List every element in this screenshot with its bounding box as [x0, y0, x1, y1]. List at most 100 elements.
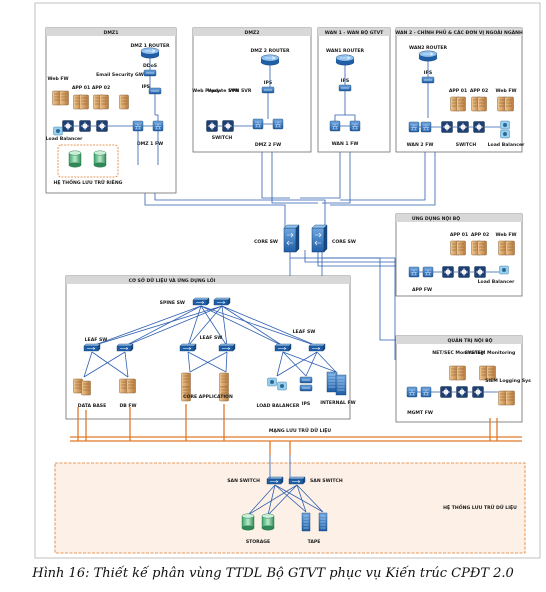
san-switch-label-2: SAN SWITCH — [310, 478, 343, 484]
zone-title-internal-mgmt: QUẢN TRỊ NỘI BỘ — [447, 336, 492, 344]
storage-cylinder-icon — [68, 150, 82, 168]
dmz2-router-label: DMZ 2 ROUTER — [250, 48, 290, 54]
app01-label: APP 01 — [450, 232, 468, 238]
db-fw-label: DB FW — [119, 403, 136, 409]
firewall-icon — [329, 120, 341, 132]
app01-label: APP 01 — [449, 88, 467, 94]
zone-core-db: CƠ SỞ DỮ LIỆU VÀ ỨNG DỤNG LÕI SPINE SW L… — [65, 275, 356, 420]
load-balancer-icon — [53, 126, 63, 136]
zone-internal-apps: ỨNG DỤNG NỘI BỘ APP 01 APP 02 Web FW APP… — [395, 213, 523, 297]
core-app-server-icon — [181, 372, 191, 388]
email-gw-server-icon — [119, 94, 129, 110]
storage-network: MẠNG LƯU TRỮ DỮ LIỆU — [70, 404, 522, 455]
router-icon — [335, 54, 355, 66]
netsec-monitoring-label: NET/SEC Monitoring — [432, 350, 484, 356]
zone-internal-mgmt: QUẢN TRỊ NỘI BỘ NET/SEC Monitoring SYSTE… — [395, 335, 531, 423]
app02-label: APP 02 — [470, 88, 488, 94]
load-balancer-caps-label: LOAD BALANCER — [257, 403, 300, 409]
switch-tile-icon — [457, 121, 469, 133]
firewall-icon — [349, 120, 361, 132]
internal-fw-icon — [326, 371, 338, 393]
firewall-icon — [132, 120, 144, 132]
app01-server-icon — [456, 240, 466, 256]
web-fw-server-icon — [505, 240, 515, 256]
siem-server-icon — [505, 390, 515, 406]
firewall-icon — [420, 121, 432, 133]
ddos-icon — [143, 69, 157, 77]
internal-fw-icon — [335, 374, 347, 396]
core-switch-icon — [283, 224, 300, 253]
tape-library-icon — [318, 512, 328, 532]
vpn-svr-label: VPN SVR — [229, 88, 252, 94]
firewall-icon — [420, 386, 432, 398]
wan1-router-label: WAN1 ROUTER — [326, 48, 364, 54]
app01-server-icon — [456, 96, 466, 112]
switch-tile-icon — [62, 120, 74, 132]
firewall-icon — [422, 266, 434, 278]
ips-icon — [148, 87, 162, 95]
web-fw-label: Web FW — [495, 232, 516, 238]
dmz1-router-label: DMZ 1 ROUTER — [130, 43, 170, 49]
tape-library-icon — [301, 512, 311, 532]
wan2-router-label: WAN2 ROUTER — [409, 45, 447, 51]
ips-label: IPS — [302, 401, 310, 407]
zone-wan2: WAN 2 - CHÍNH PHỦ & CÁC ĐƠN VỊ NGOÀI NGÀ… — [395, 27, 525, 153]
zone-storage-system: HỆ THỐNG LƯU TRỮ DỮ LIỆU SAN SWITCH SAN … — [54, 455, 526, 554]
leaf-switch-icon — [218, 343, 236, 352]
web-proxy-label: Web Proxy — [192, 88, 220, 94]
app02-server-icon — [99, 94, 109, 110]
switch-tile-icon — [474, 266, 486, 278]
network-zoning-diagram: DMZ1 DMZ 1 ROUTER DDoS IPS Web FW APP 01… — [34, 2, 541, 559]
zone-dmz1: DMZ1 DMZ 1 ROUTER DDoS IPS Web FW APP 01… — [45, 27, 177, 194]
zone-wan1: WAN 1 - WAN BỘ GTVT WAN1 ROUTER IPS WAN … — [317, 27, 391, 153]
leaf-sw-label-2: LEAF SW — [200, 335, 223, 341]
leaf-switch-icon — [308, 343, 326, 352]
storage-cylinder-icon — [261, 513, 275, 531]
private-storage-box — [57, 144, 119, 178]
firewall-icon — [408, 121, 420, 133]
dmz2-fw-label: DMZ 2 FW — [255, 142, 281, 148]
switch-tile-icon — [473, 121, 485, 133]
load-balancer-icon — [267, 377, 277, 387]
load-balancer-label: Load Balancer — [478, 279, 515, 285]
spine-switch-icon — [213, 297, 231, 306]
switch-tile-icon — [440, 386, 452, 398]
ips-icon — [338, 84, 352, 92]
load-balancer-label: Load Balancer — [46, 136, 83, 142]
core-sw-label: CORE SW — [254, 239, 278, 245]
load-balancer-icon — [500, 129, 510, 139]
app02-server-icon — [477, 96, 487, 112]
zone-title-wan1: WAN 1 - WAN BỘ GTVT — [325, 29, 384, 36]
app-fw-label: APP FW — [412, 287, 432, 293]
firewall-icon — [406, 386, 418, 398]
wan2-fw-label: WAN 2 FW — [407, 142, 434, 148]
zone-dmz2: DMZ2 DMZ 2 ROUTER IPS Web Proxy Update S… — [192, 27, 312, 153]
internal-fw-label: INTERNAL FW — [320, 400, 356, 406]
spine-sw-label: SPINE SW — [160, 300, 185, 306]
switch-label: SWITCH — [456, 142, 477, 148]
core-switches: CORE SW CORE SW — [254, 224, 356, 253]
load-balancer-icon — [500, 120, 510, 130]
firewall-icon — [152, 120, 164, 132]
zone-title-wan2: WAN 2 - CHÍNH PHỦ & CÁC ĐƠN VỊ NGOÀI NGÀ… — [395, 28, 523, 36]
ips-icon — [299, 376, 313, 384]
router-icon — [140, 47, 160, 59]
leaf-sw-label-3: LEAF SW — [293, 329, 316, 335]
tape-label: TAPE — [308, 539, 321, 545]
spine-switch-icon — [192, 297, 210, 306]
leaf-sw-label: LEAF SW — [85, 337, 108, 343]
load-balancer-icon — [499, 265, 509, 275]
ips-label: IPS — [264, 80, 272, 86]
app01-label: APP 01 — [72, 85, 90, 91]
web-fw-label: Web FW — [495, 88, 516, 94]
outer-frame — [34, 2, 541, 559]
san-switch-icon — [288, 476, 306, 485]
siem-label: SIEM Logging Sys — [485, 378, 531, 384]
system-monitoring-label: SYSTEM Monitoring — [465, 350, 516, 356]
storage-cylinder-icon — [93, 150, 107, 168]
web-fw-label: Web FW — [47, 76, 68, 82]
load-balancer-label: Load Balancer — [488, 142, 525, 148]
database-label: DATA BASE — [78, 403, 106, 409]
switch-tile-icon — [458, 266, 470, 278]
ips-icon — [421, 76, 435, 84]
